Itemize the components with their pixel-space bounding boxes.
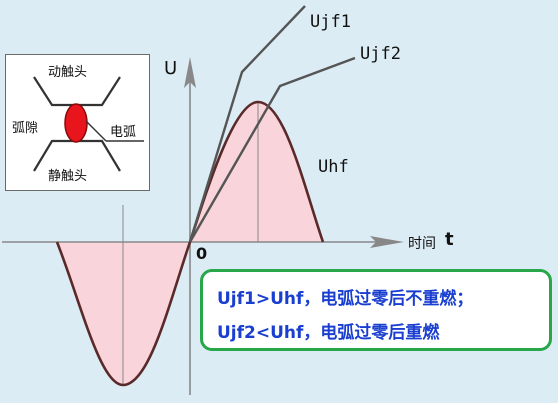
note-line-no-reignition: Ujf1>Uhf，电弧过零后不重燃； [217, 289, 474, 309]
conclusion-note-box: Ujf1>Uhf，电弧过零后不重燃； Ujf2<Uhf，电弧过零后重燃 [200, 269, 552, 351]
arc-gap-label: 弧隙 [12, 121, 39, 136]
x-axis-variable: t [445, 229, 454, 250]
electric-arc [64, 103, 88, 143]
ujf2-curve [188, 56, 356, 243]
ujf1-curve [188, 5, 306, 243]
uhf-curve [188, 100, 325, 243]
moving-contact-shape [33, 76, 121, 107]
x-axis-label: 时间 [408, 236, 436, 252]
contact-schematic [33, 76, 144, 172]
negative-half-wave-curve [55, 241, 192, 387]
y-axis-label: U [164, 58, 178, 79]
ujf1-label: Ujf1 [310, 12, 351, 32]
static-contact-label: 静触头 [48, 169, 88, 184]
y-axis-arrow [184, 57, 196, 88]
arc-pointer-line [85, 120, 107, 142]
uhf-label: Uhf [318, 157, 349, 177]
ujf2-label: Ujf2 [360, 44, 401, 64]
x-axis-arrow [370, 236, 404, 248]
note-line-reignition: Ujf2<Uhf，电弧过零后重燃 [217, 323, 440, 343]
moving-contact-label: 动触头 [48, 65, 88, 80]
arc-label: 电弧 [110, 125, 137, 140]
uhf-curve-fill [190, 102, 323, 242]
origin-label: 0 [196, 244, 208, 263]
contact-schematic-inset: 动触头 弧隙 电弧 静触头 [5, 54, 150, 191]
